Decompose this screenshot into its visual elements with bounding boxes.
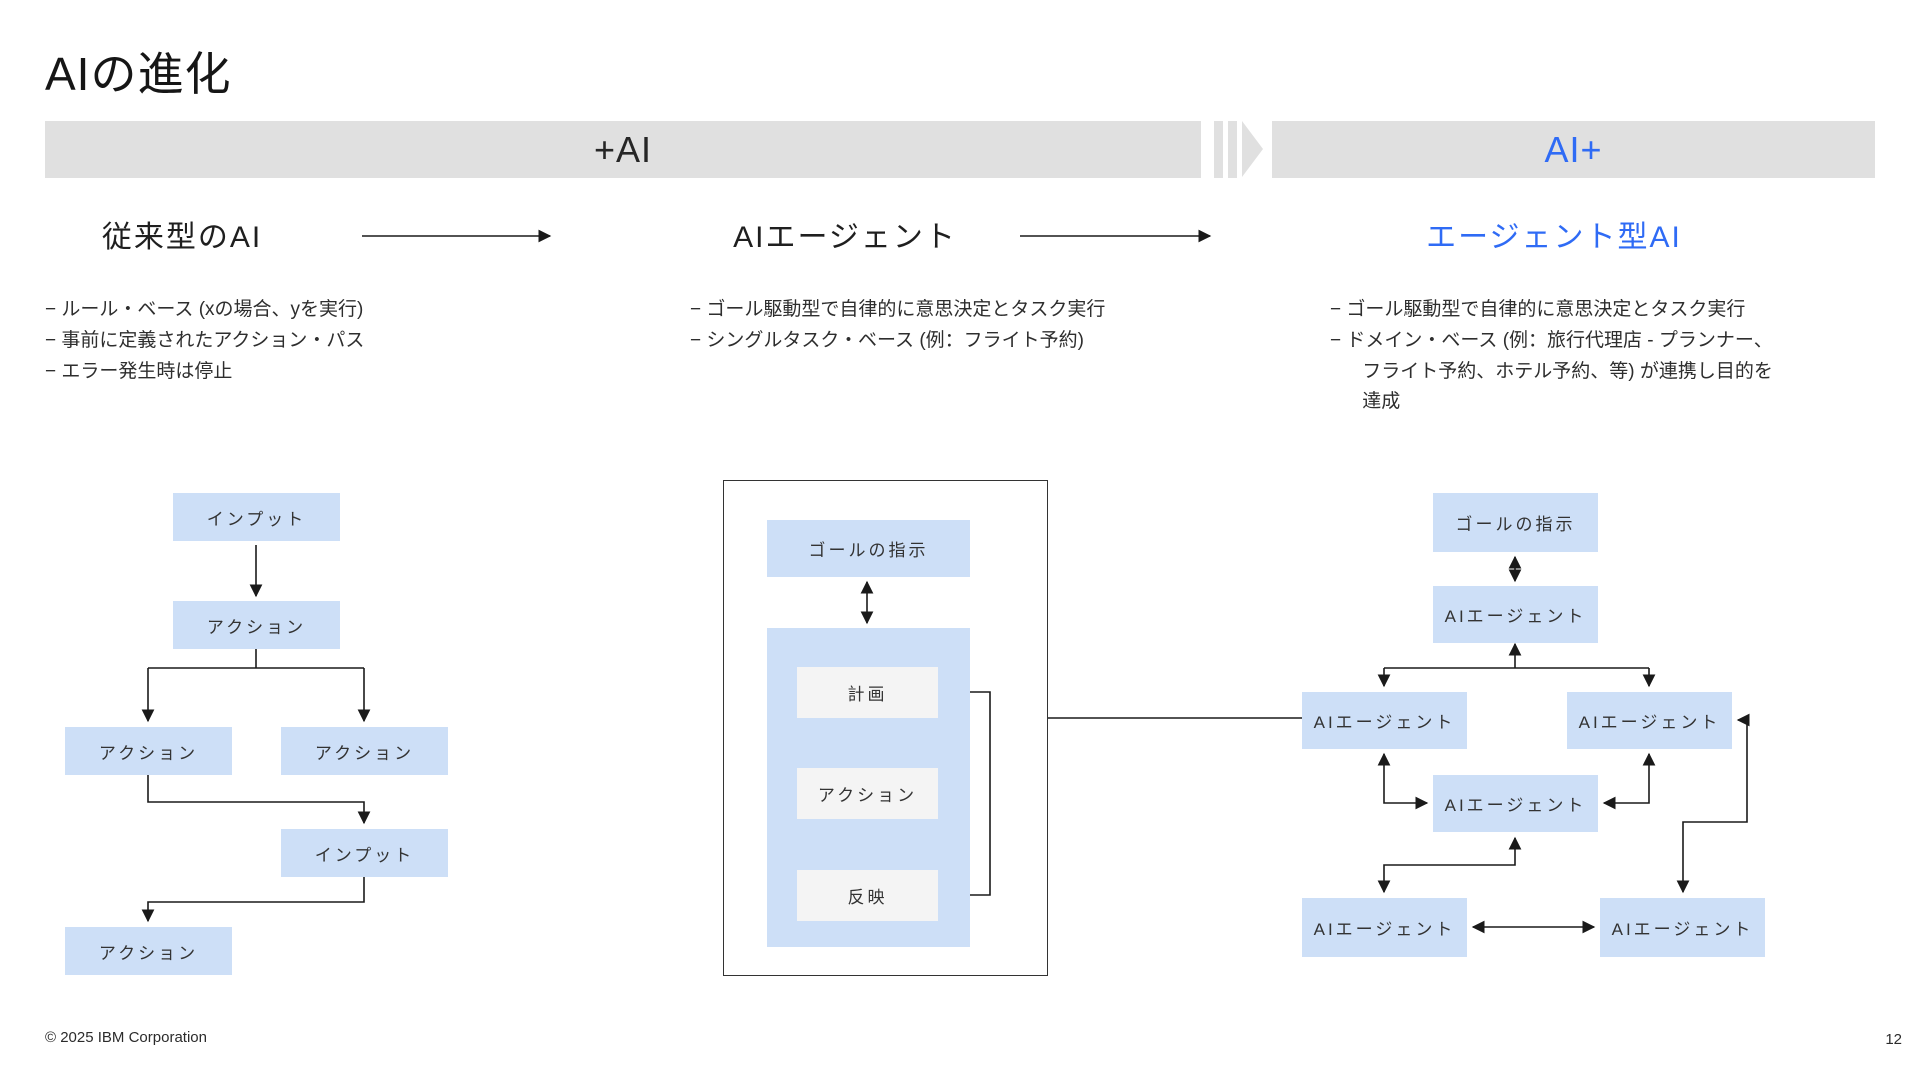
chevron-stripe [1228,121,1237,178]
middle-diagram-box-reflect: 反映 [797,870,938,921]
chevron-right-icon [1242,121,1263,177]
bullet-item: − ルール・ベース (xの場合、yを実行) [45,299,364,320]
left-diagram-box-input-2: インプット [281,829,448,877]
middle-diagram-box-plan: 計画 [797,667,938,718]
middle-diagram-box-action: アクション [797,768,938,819]
ai-plus-banner: AI+ [1272,121,1875,178]
bullet-list-traditional-ai: − ルール・ベース (xの場合、yを実行) − 事前に定義されたアクション・パス… [45,295,610,387]
right-diagram-box-agent-bottom-left: AIエージェント [1302,898,1467,957]
left-diagram-box-action-1: アクション [173,601,340,649]
ai-plus-label: AI+ [1544,128,1603,170]
page-title: AIの進化 [45,48,232,100]
bullet-item: − シングルタスク・ベース (例：フライト予約) [690,329,1084,351]
right-diagram-box-agent-mid-left: AIエージェント [1302,692,1467,749]
chevron-stripe [1214,121,1223,178]
bullet-item: − ゴール駆動型で自律的に意思決定とタスク実行 [1330,299,1746,320]
plus-ai-label: +AI [593,128,653,170]
bullet-item: − 事前に定義されたアクション・パス [45,329,365,351]
bullet-item: − ドメイン・ベース (例：旅行代理店 - プランナー、 フライト予約、ホテル予… [1330,329,1773,413]
left-diagram-box-action-2: アクション [65,727,232,775]
bullet-list-ai-agent: − ゴール駆動型で自律的に意思決定とタスク実行 − シングルタスク・ベース (例… [690,295,1290,357]
middle-diagram-frame [723,480,1048,976]
right-diagram-box-agent-top: AIエージェント [1433,586,1598,643]
middle-diagram-box-goal: ゴールの指示 [767,520,970,577]
right-diagram-box-agent-bottom-right: AIエージェント [1600,898,1765,957]
footer-copyright: © 2025 IBM Corporation [45,1029,207,1046]
bullet-item: − エラー発生時は停止 [45,360,233,382]
right-diagram-box-agent-mid-right: AIエージェント [1567,692,1732,749]
right-diagram-box-agent-center: AIエージェント [1433,775,1598,832]
column-header-agentic-ai: エージェント型AI [1426,221,1682,254]
column-header-traditional-ai: 従来型のAI [101,221,263,254]
left-diagram-box-action-4: アクション [65,927,232,975]
left-diagram-box-action-3: アクション [281,727,448,775]
page-number: 12 [1885,1031,1902,1048]
plus-ai-banner: +AI [45,121,1201,178]
bullet-list-agentic-ai: − ゴール駆動型で自律的に意思決定とタスク実行 − ドメイン・ベース (例：旅行… [1330,295,1905,418]
column-header-ai-agent: AIエージェント [733,221,957,254]
right-diagram-box-goal: ゴールの指示 [1433,493,1598,552]
bullet-item: − ゴール駆動型で自律的に意思決定とタスク実行 [690,299,1106,320]
left-diagram-box-input-1: インプット [173,493,340,541]
